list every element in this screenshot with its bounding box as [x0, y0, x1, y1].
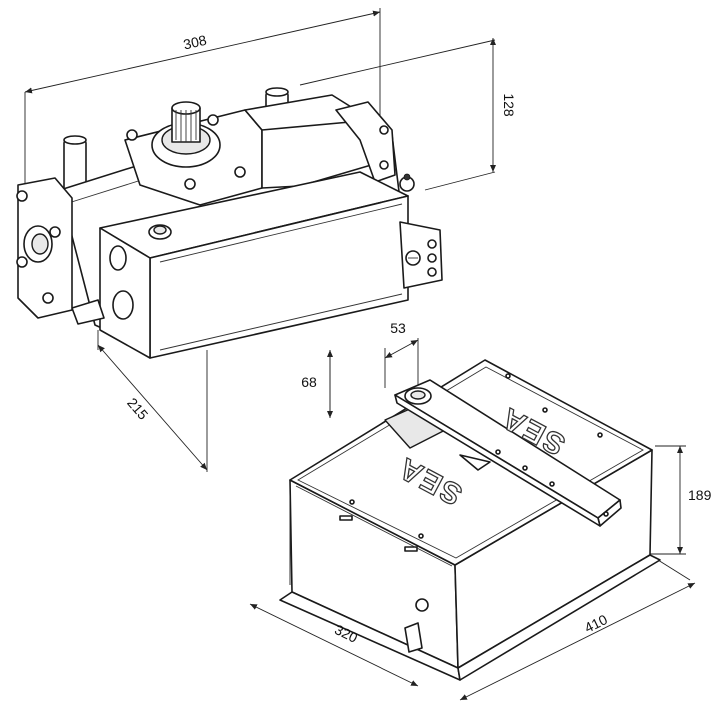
- lever-stop: [459, 454, 491, 471]
- lid-slot: [339, 515, 353, 521]
- dimension-line-308: [24, 10, 381, 94]
- cable-entry: [404, 622, 423, 653]
- bolt-icon: [207, 114, 219, 126]
- extension-line: [424, 171, 496, 191]
- bolt-icon: [42, 292, 54, 304]
- lid-slot: [404, 546, 418, 552]
- dimension-line-320: [249, 603, 419, 687]
- motor-end-cap: [109, 245, 127, 271]
- lid-hole: [597, 432, 603, 438]
- bolt-icon: [126, 129, 138, 141]
- bolt-icon: [49, 226, 61, 238]
- dimension-215: 215: [124, 395, 152, 423]
- dimension-line-410: [459, 582, 696, 701]
- bolt-icon: [427, 239, 437, 249]
- bolt-icon: [184, 178, 196, 190]
- cover-edge: [159, 203, 403, 351]
- extension-line: [299, 39, 496, 86]
- lever-hole: [495, 449, 501, 455]
- bolt-icon: [379, 160, 389, 170]
- release-knob: [112, 290, 134, 320]
- lid-hole: [418, 533, 424, 539]
- bolt-icon: [16, 256, 28, 268]
- lid-hole: [505, 373, 511, 379]
- bolt-icon: [234, 166, 246, 178]
- box-rim: [295, 485, 453, 567]
- bolt-icon: [427, 253, 437, 263]
- dimension-line-215: [97, 344, 208, 471]
- dimension-308: 308: [182, 32, 209, 53]
- lever-hole: [522, 465, 528, 471]
- dimension-53: 53: [390, 320, 406, 336]
- lid-hole: [349, 499, 355, 505]
- bolt-icon: [379, 125, 389, 135]
- bolt-icon: [16, 190, 28, 202]
- lever-hole: [549, 481, 555, 487]
- right-bracket: [335, 101, 396, 183]
- dimension-68: 68: [301, 374, 317, 390]
- lever-hub-bore: [410, 390, 426, 400]
- dimension-128: 128: [501, 93, 517, 117]
- flange-boss-center: [31, 233, 49, 255]
- release-lever: [71, 299, 105, 325]
- drain-hole: [415, 598, 429, 612]
- cover-plug-center: [153, 225, 167, 235]
- bolt-icon: [427, 267, 437, 277]
- adjustment-screw-head: [403, 173, 411, 181]
- dimension-410: 410: [582, 611, 610, 636]
- lid-hole: [542, 407, 548, 413]
- mounting-post-top: [265, 87, 289, 97]
- dimension-line-53: [384, 339, 419, 359]
- mounting-post-top: [63, 135, 87, 145]
- dimension-189: 189: [688, 487, 712, 503]
- spline-teeth: [175, 110, 197, 142]
- lever-hole: [603, 511, 609, 517]
- foundation-box-drawing: SEA SEA 53 68 189 320 410: [249, 320, 712, 701]
- lever-arm-side: [394, 394, 601, 527]
